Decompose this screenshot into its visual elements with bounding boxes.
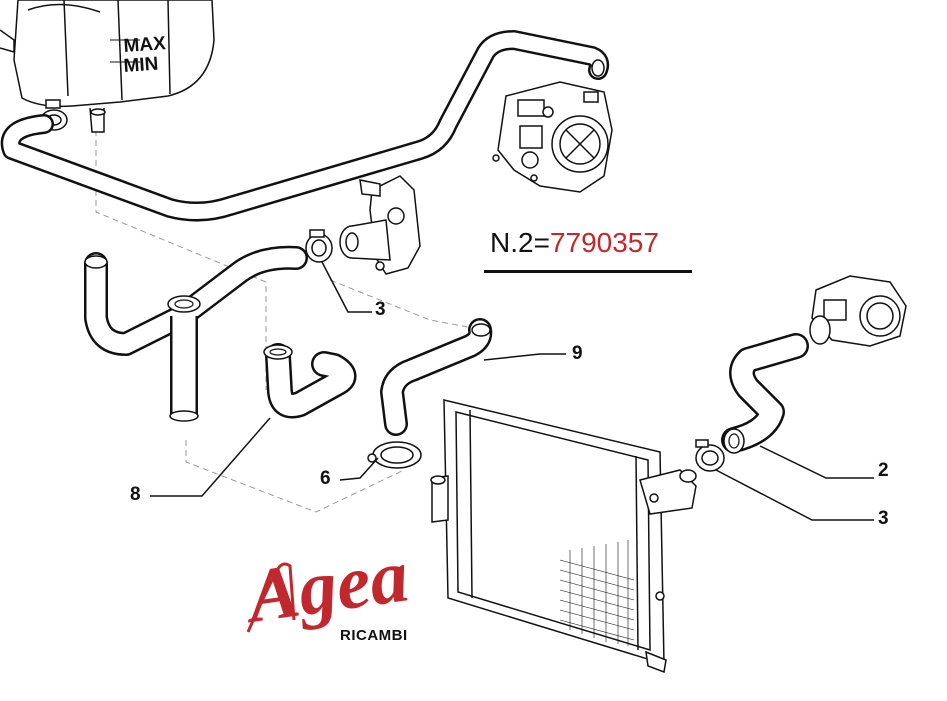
callout-3-upper: 3: [375, 299, 386, 320]
throttle-body-lower: [809, 275, 907, 347]
thermostat-housing: [339, 175, 421, 275]
part-number-title: N.2=7790357: [490, 229, 659, 257]
hose-clamp-6: [367, 441, 422, 469]
callout-6: 6: [320, 468, 331, 489]
heater-hose-tee: [84, 245, 308, 422]
throttle-body-upper: [492, 81, 613, 193]
logo-tagline-text: RICAMBI: [340, 627, 408, 644]
logo-brand-text: Agea: [239, 533, 414, 639]
part-number-underline: [484, 270, 692, 273]
agea-ricambi-logo: Agea RICAMBI: [239, 533, 414, 644]
radiator-core-grid: [559, 540, 635, 646]
expansion-tank: [0, 0, 215, 133]
leader-lines: [150, 261, 874, 521]
callout-9: 9: [572, 343, 583, 364]
tank-min-mark: MIN: [123, 54, 159, 77]
hose-clamp-upper: [305, 229, 333, 263]
tank-max-mark: MAX: [123, 33, 167, 57]
callout-3-lower: 3: [878, 508, 889, 529]
hose-9: [380, 318, 493, 436]
radiator: [430, 399, 697, 674]
callout-8: 8: [130, 484, 141, 505]
hose-8: [263, 343, 357, 419]
hose-2: [721, 333, 809, 454]
upper-breather-hose: [0, 30, 610, 222]
part-number-prefix: N.2=: [490, 227, 550, 258]
callout-2: 2: [878, 460, 889, 481]
hose-clamp-lower: [695, 439, 725, 472]
part-number-code: 7790357: [549, 227, 659, 258]
